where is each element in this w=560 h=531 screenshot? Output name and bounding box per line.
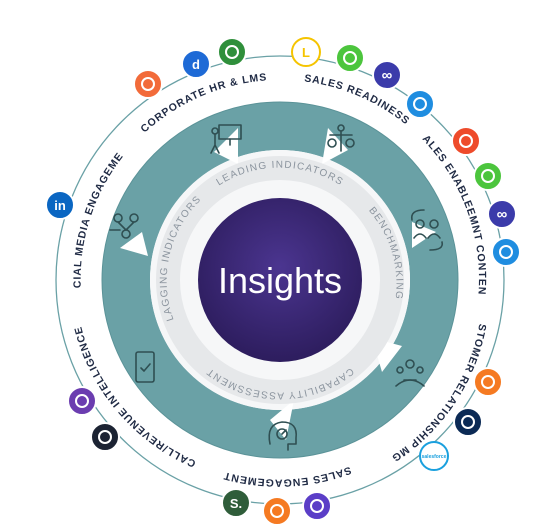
- dynamics-logo-mark: [461, 415, 475, 429]
- head-gauge-icon: [268, 421, 298, 451]
- hubspot-logo-2: [262, 496, 292, 526]
- s-logo-2: S.: [221, 488, 251, 518]
- hubspot-logo: [473, 367, 503, 397]
- s-logo-2-text: S.: [230, 496, 242, 511]
- gong-logo: [90, 422, 120, 452]
- d-logo: d: [181, 49, 211, 79]
- team-cycle-icon: [410, 209, 444, 251]
- teal-ring: [102, 102, 458, 458]
- smile-logo: [335, 43, 365, 73]
- infinity-logo: ∞: [372, 60, 402, 90]
- s-logo: [451, 126, 481, 156]
- arrow-left: [120, 232, 148, 256]
- l-logo: L: [291, 37, 321, 67]
- meeting-icon: [395, 359, 425, 387]
- ring-arrows: [120, 128, 436, 440]
- smile-logo-2: [473, 161, 503, 191]
- dynamics-logo: [453, 407, 483, 437]
- hubspot-logo-mark: [481, 375, 495, 389]
- label-sales-engagement: SALES ENGAGEMENT: [222, 464, 353, 489]
- infinity-logo-2-text: ∞: [497, 206, 508, 223]
- burst-logo-mark: [75, 394, 89, 408]
- burst-logo: [67, 386, 97, 416]
- inner-gray-ring: [156, 156, 404, 404]
- people-network-icon: [109, 213, 139, 239]
- spiral-logo: [217, 37, 247, 67]
- radar-logo-2-mark: [499, 245, 513, 259]
- person-logo-mark: [141, 77, 155, 91]
- heart-logo-mark: [310, 499, 324, 513]
- radar-logo-2: [491, 237, 521, 267]
- center-circle: [198, 198, 362, 362]
- teal-ring-edge: [101, 101, 459, 459]
- s-logo-mark: [459, 134, 473, 148]
- linkedin-logo: in: [45, 190, 75, 220]
- center-title: Insights: [218, 260, 342, 301]
- presentation-icon: [210, 124, 242, 154]
- linkedin-logo-text: in: [54, 198, 66, 213]
- phone-check-icon: [135, 351, 155, 383]
- smile-logo-2-mark: [481, 169, 495, 183]
- d-logo-text: d: [192, 57, 200, 72]
- infinity-logo-2: ∞: [487, 199, 517, 229]
- radar-logo-mark: [413, 97, 427, 111]
- hubspot-logo-2-mark: [270, 504, 284, 518]
- gong-logo-mark: [98, 430, 112, 444]
- infinity-logo-text: ∞: [382, 67, 393, 84]
- salesforce-logo: salesforce: [419, 441, 449, 471]
- person-logo: [133, 69, 163, 99]
- smile-logo-mark: [343, 51, 357, 65]
- salesforce-logo-text: salesforce: [422, 454, 447, 460]
- spiral-logo-mark: [225, 45, 239, 59]
- radar-logo: [405, 89, 435, 119]
- arrow-top-left: [214, 128, 238, 164]
- arrow-bottom: [270, 400, 294, 440]
- heart-logo: [302, 491, 332, 521]
- balance-money-icon: [327, 124, 355, 152]
- l-logo-text: L: [302, 45, 310, 60]
